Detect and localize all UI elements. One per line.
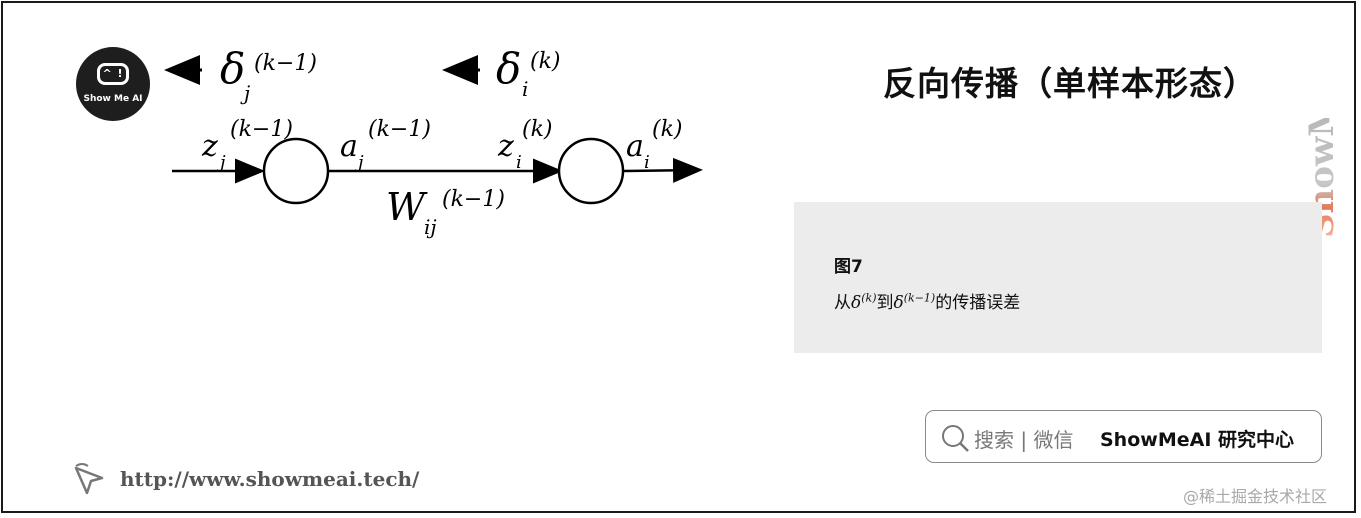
search-box[interactable]: 搜索 | 微信 ShowMeAI 研究中心 (925, 410, 1322, 463)
search-hint: 搜索 | 微信 (974, 428, 1074, 452)
weight-sup: (k−1) (442, 187, 505, 212)
z-prev-sup: (k−1) (230, 117, 293, 142)
z-cur-sub: i (516, 152, 522, 173)
delta-cur: δ (496, 44, 521, 93)
a-prev: a (340, 129, 358, 164)
robot-face: ^ ! (102, 67, 124, 80)
caption-delta-2: δ (893, 293, 904, 313)
z-cur-sup: (k) (522, 117, 553, 142)
figure-label: 图7 (834, 257, 863, 277)
search-icon (942, 425, 969, 452)
robot-icon: ^ ! (97, 63, 129, 85)
website-link[interactable]: http://www.showmeai.tech/ (120, 467, 420, 491)
caption-prefix: 从 (834, 293, 851, 313)
cursor-icon (74, 463, 104, 495)
weight-symbol: W (386, 185, 428, 229)
weight-sub: ij (424, 215, 437, 239)
z-prev: z (201, 129, 218, 164)
z-prev-sub: j (216, 152, 226, 173)
delta-cur-sup: (k) (530, 49, 561, 74)
caption-delta-1: δ (851, 293, 862, 313)
neuron-i (557, 137, 625, 205)
delta-prev-sup: (k−1) (254, 51, 317, 76)
caption-box: 图7 从δ(k)到δ(k−1)的传播误差 (794, 202, 1322, 353)
search-brand: ShowMeAI 研究中心 (1100, 429, 1294, 451)
z-cur: z (497, 129, 514, 164)
caption-delta-2-sup: (k−1) (903, 291, 936, 305)
a-prev-sup: (k−1) (368, 117, 431, 142)
delta-prev: δ (220, 44, 245, 93)
figure-caption: 从δ(k)到δ(k−1)的传播误差 (834, 288, 1020, 313)
caption-mid: 到 (876, 293, 894, 313)
backprop-diagram: δ j (k−1) δ i (k) z j (k−1) a j (k−1) z … (164, 44, 703, 239)
logo-text: Show Me AI (83, 94, 143, 104)
caption-suffix: 的传播误差 (935, 293, 1021, 313)
showmeai-logo: ^ ! Show Me AI (76, 47, 150, 121)
a-cur-sub: i (644, 152, 650, 173)
delta-prev-sub: j (240, 81, 250, 105)
output-arrow (622, 157, 703, 183)
neuron-j (262, 137, 330, 205)
slide-title: 反向传播（单样本形态） (883, 64, 1257, 103)
a-prev-sub: j (354, 152, 364, 173)
caption-delta-1-sup: (k) (861, 291, 877, 305)
a-cur: a (626, 129, 644, 164)
delta-cur-sub: i (522, 77, 528, 101)
a-cur-sup: (k) (652, 117, 683, 142)
credit-text: @稀土掘金技术社区 (1183, 487, 1328, 506)
